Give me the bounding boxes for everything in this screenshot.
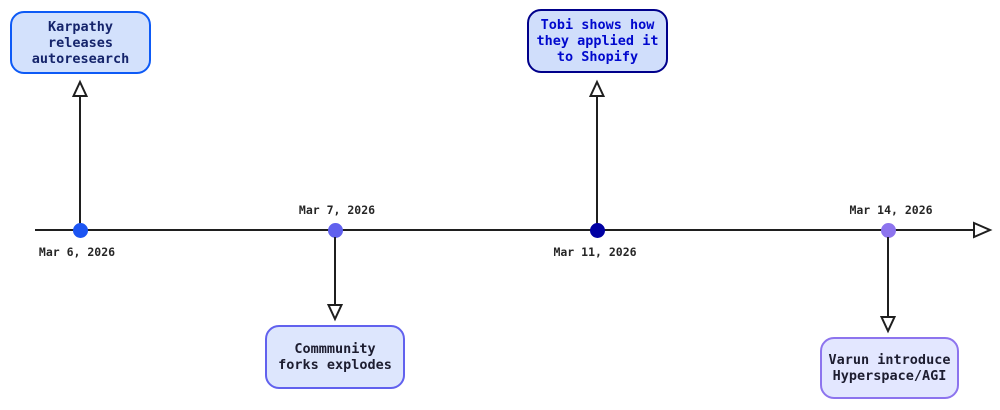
event-card: Karpathy releases autoresearch bbox=[10, 11, 151, 74]
event-connector bbox=[596, 96, 598, 224]
arrow-right-icon bbox=[973, 221, 993, 239]
event-date-label: Mar 11, 2026 bbox=[553, 245, 637, 259]
event-connector bbox=[79, 96, 81, 224]
event-dot bbox=[327, 222, 343, 238]
event-dot bbox=[589, 222, 605, 238]
event-card: Commmunity forks explodes bbox=[265, 325, 405, 389]
event-title: Commmunity forks explodes bbox=[278, 341, 392, 373]
arrow-down-icon bbox=[326, 304, 344, 322]
event-card: Tobi shows how they applied it to Shopif… bbox=[527, 9, 668, 73]
timeline-axis bbox=[35, 228, 976, 232]
event-date-label: Mar 6, 2026 bbox=[38, 245, 116, 259]
event-dot bbox=[880, 222, 896, 238]
event-date-label: Mar 14, 2026 bbox=[849, 203, 933, 217]
event-connector bbox=[334, 237, 336, 305]
event-card: Varun introduce Hyperspace/AGI bbox=[820, 337, 959, 399]
arrow-down-icon bbox=[879, 316, 897, 334]
event-title: Tobi shows how they applied it to Shopif… bbox=[536, 17, 659, 65]
event-date-label: Mar 7, 2026 bbox=[298, 203, 376, 217]
event-title: Varun introduce Hyperspace/AGI bbox=[828, 352, 951, 384]
event-dot bbox=[72, 222, 88, 238]
event-connector bbox=[887, 237, 889, 317]
event-title: Karpathy releases autoresearch bbox=[31, 18, 130, 67]
